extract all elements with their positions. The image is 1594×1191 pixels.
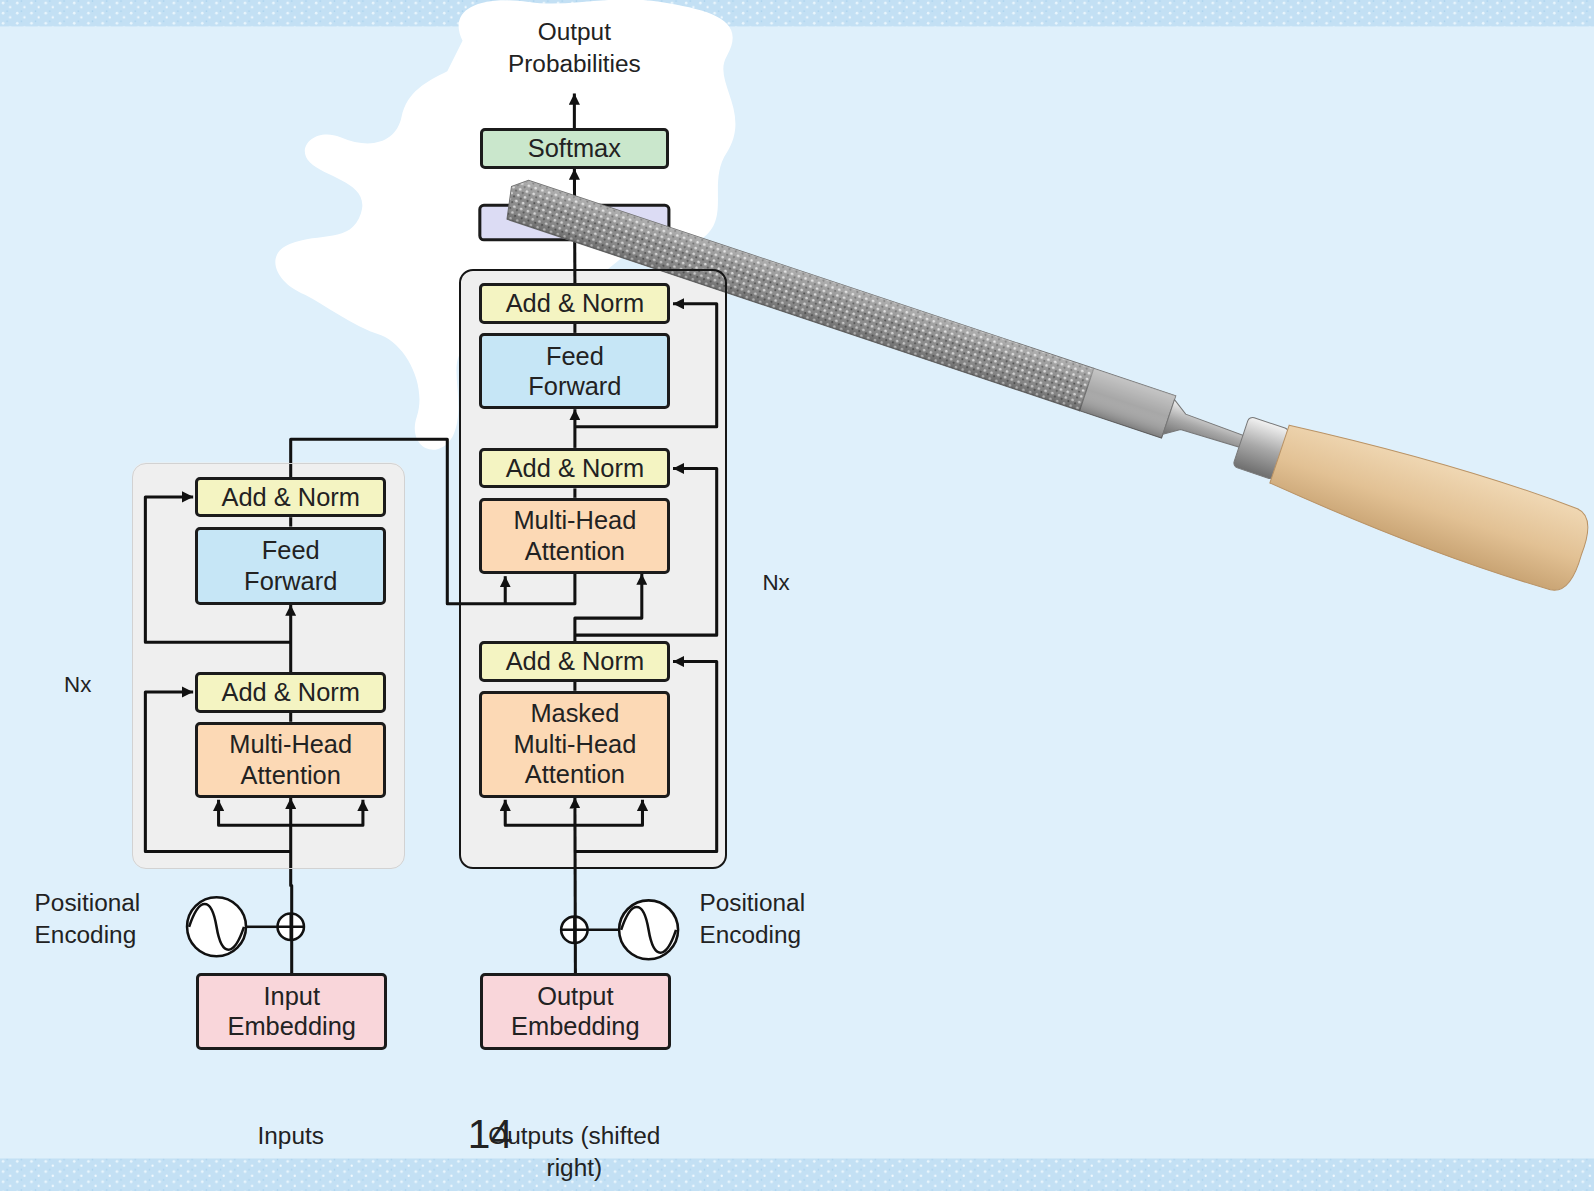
encoder-stack: NxAdd & NormFeed ForwardAdd & NormMulti-…: [132, 463, 404, 870]
attention-input: [574, 800, 642, 825]
connector: [575, 574, 642, 641]
box-label: Output Embedding: [507, 981, 644, 1042]
add-norm-box: Add & Norm: [479, 641, 670, 682]
output-label: Outputs (shifted right): [488, 1120, 661, 1183]
embedding-box: Output Embedding: [480, 973, 671, 1050]
box-label: Multi-Head Attention: [222, 729, 359, 790]
connector: [573, 798, 577, 973]
file-shade: [501, 175, 1176, 438]
output-label: Output Probabilities: [478, 16, 671, 79]
box-label: Input Embedding: [223, 981, 360, 1042]
connector: [573, 488, 576, 497]
attention-input: [505, 800, 574, 825]
embedding-box: Input Embedding: [196, 973, 387, 1050]
box-label: Feed Forward: [217, 535, 364, 596]
box-label: Multi-Head Attention: [506, 505, 643, 566]
add-norm-box: Add & Norm: [479, 283, 670, 324]
output-arrow: [573, 93, 576, 130]
wires: [145, 93, 716, 851]
white-splash: [275, 0, 735, 450]
connector: [289, 713, 292, 722]
connector: [573, 682, 576, 691]
masked-attention-box: Masked Multi-Head Attention: [479, 691, 670, 798]
wire: [588, 929, 620, 932]
sine-wave: [621, 907, 676, 953]
file-handle: [1266, 412, 1594, 596]
softmax-box: Softmax: [480, 128, 669, 169]
box-label: Softmax: [528, 133, 621, 164]
connector: [291, 798, 292, 973]
sine-wave: [189, 904, 244, 950]
connector: [573, 324, 576, 333]
sine-circle: [187, 897, 246, 956]
sine-circle: [619, 900, 678, 959]
decoder-panel: [459, 269, 726, 869]
connector: [289, 517, 292, 526]
add-norm-box: Add & Norm: [195, 477, 386, 518]
attention-box: Multi-Head Attention: [195, 722, 386, 798]
attention-input: [219, 800, 291, 825]
positional-encoding-symbol: [187, 897, 304, 956]
attention-input: [291, 800, 363, 825]
bottom-band: [0, 1158, 1594, 1191]
decoder-stack: NxAdd & NormFeed ForwardAdd & NormMulti-…: [459, 269, 726, 869]
top-band: [0, 0, 1594, 26]
add-norm-box: Add & Norm: [479, 448, 670, 489]
box-label: Add & Norm: [506, 453, 644, 484]
box-label: Masked Multi-Head Attention: [506, 698, 643, 790]
encoder-panel: [132, 462, 404, 868]
box-label: Add & Norm: [222, 482, 360, 513]
add-norm-box: Add & Norm: [195, 672, 386, 713]
box-label: Add & Norm: [222, 677, 360, 708]
repeat-label: Nx: [762, 568, 789, 597]
box-label: Feed Forward: [501, 341, 648, 402]
encoding-label: Positional Encoding: [35, 887, 177, 950]
feed-forward-box: Feed Forward: [195, 527, 386, 605]
repeat-label: Nx: [64, 670, 91, 699]
box-label: Add & Norm: [506, 288, 644, 319]
box-label: Add & Norm: [506, 646, 644, 677]
connector: [289, 605, 292, 672]
connector: [573, 409, 576, 448]
input-label: Inputs: [209, 1120, 372, 1152]
positional-encoding-symbol: [561, 900, 678, 959]
attention-input: [504, 576, 507, 603]
page-number: 14: [468, 1108, 527, 1161]
encoding-label: Positional Encoding: [699, 887, 841, 950]
attention-box: Multi-Head Attention: [479, 498, 670, 574]
wire: [246, 926, 278, 929]
feed-forward-box: Feed Forward: [479, 333, 670, 409]
